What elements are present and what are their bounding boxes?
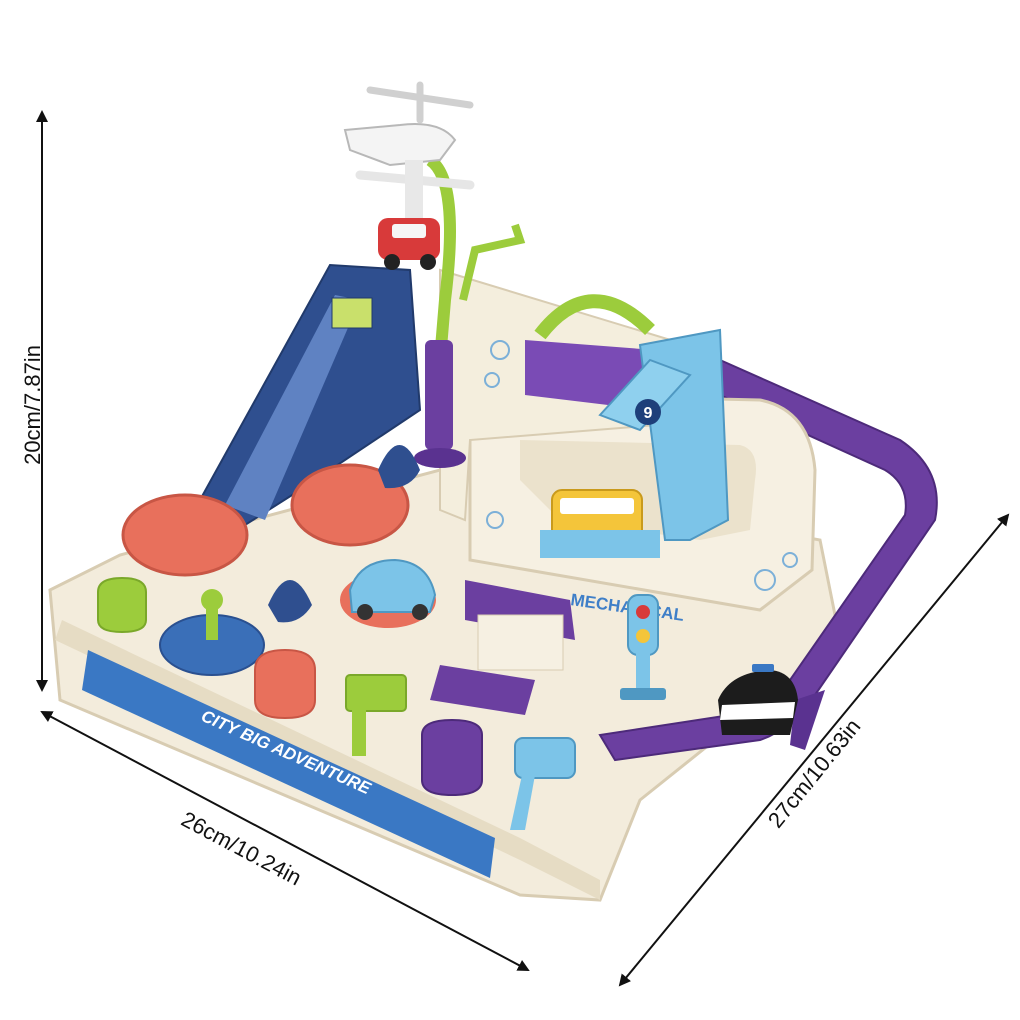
- blue-cone: [378, 445, 420, 489]
- control-buttons: [97, 576, 576, 830]
- green-pole: [426, 155, 456, 361]
- gear-icon: [782, 552, 798, 568]
- brand-stripe: [82, 650, 495, 878]
- traffic-light-yellow: [636, 629, 650, 643]
- airplane-rotor: [366, 81, 474, 124]
- blue-lever-stem: [510, 775, 535, 830]
- crane-number: 9: [644, 405, 653, 422]
- traffic-light-head: [627, 594, 659, 656]
- purple-garage: [430, 580, 575, 715]
- dial-knob: [201, 589, 223, 611]
- crane-badge: [635, 399, 661, 425]
- green-hook: [459, 223, 526, 301]
- police-car: [718, 664, 798, 735]
- red-car: [378, 218, 440, 270]
- beetle-wheel: [412, 604, 428, 620]
- purple-pole-base: [425, 340, 453, 450]
- airplane-stand: [405, 160, 423, 220]
- beetle-wheel: [357, 604, 373, 620]
- gear-icon: [490, 340, 510, 360]
- purple-ramp: [430, 665, 535, 715]
- blue-cone: [268, 580, 312, 623]
- width-arrow: [40, 711, 530, 971]
- lime-lever-stem: [352, 710, 366, 756]
- traffic-light: [620, 594, 666, 700]
- track-support: [790, 690, 825, 750]
- traffic-light-pole: [636, 652, 650, 692]
- blue-lever: [514, 737, 576, 779]
- coral-button: [254, 648, 316, 720]
- gear-icon: [754, 569, 776, 591]
- depth-arrow: [618, 513, 1010, 987]
- red-car-wheel: [384, 254, 400, 270]
- beetle-body: [348, 558, 437, 613]
- toy-playset: CITY BIG ADVENTURE MECHANICAL 9: [48, 81, 938, 902]
- bus-base: [540, 530, 660, 558]
- police-siren: [752, 664, 774, 672]
- height-label: 20cm/7.87in: [20, 345, 45, 465]
- pole-foot: [414, 448, 466, 468]
- red-car-wheel: [420, 254, 436, 270]
- coral-disc-left: [121, 493, 249, 577]
- slide-sign: [331, 297, 373, 329]
- gear-icon: [486, 511, 504, 529]
- height-dimension: 20cm/7.87in: [20, 110, 48, 692]
- police-car-stripe: [720, 702, 795, 720]
- bus-window: [560, 498, 634, 514]
- slide-lane: [225, 295, 360, 520]
- gear-icon: [484, 372, 500, 388]
- yellow-bus: [540, 489, 660, 558]
- green-arch: [534, 294, 655, 340]
- crane-arm: [598, 358, 692, 432]
- airplane: [343, 81, 475, 220]
- lime-button: [97, 576, 147, 634]
- lime-lever: [345, 674, 407, 712]
- red-car-window: [392, 224, 426, 238]
- traffic-light-red: [636, 605, 650, 619]
- garage-wall: [477, 614, 564, 671]
- purple-button: [421, 718, 483, 797]
- airplane-body: [343, 123, 457, 167]
- coral-disc-right: [290, 463, 410, 547]
- crane: 9: [598, 328, 730, 541]
- blue-beetle-car: [340, 558, 437, 628]
- traffic-light-base: [620, 688, 666, 700]
- gear-decorations: [484, 340, 798, 591]
- purple-track: [598, 358, 938, 762]
